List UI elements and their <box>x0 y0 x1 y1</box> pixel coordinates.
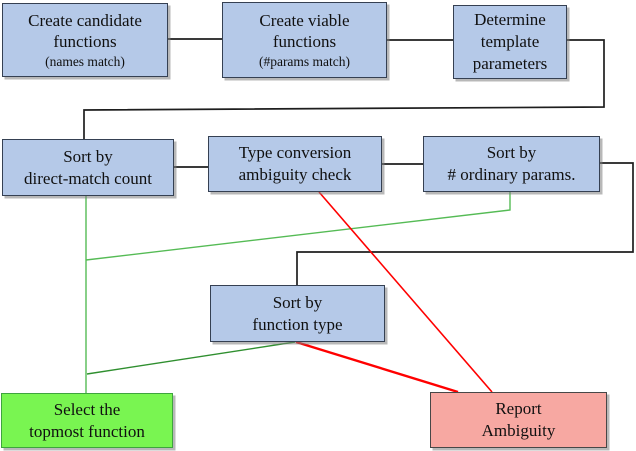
edge-ordinary-to-select <box>85 192 511 261</box>
node-report-ambiguity: Report Ambiguity <box>430 392 607 448</box>
node-label: Create viable functions <box>259 10 350 52</box>
node-type-conversion-ambiguity-check: Type conversion ambiguity check <box>208 136 382 192</box>
node-note: (names match) <box>45 54 125 70</box>
node-label: Select the topmost function <box>29 399 145 441</box>
node-select-topmost-function: Select the topmost function <box>1 393 173 448</box>
node-label: Sort by # ordinary params. <box>447 143 576 184</box>
node-label: Sort by function type <box>252 292 343 334</box>
node-label: Type conversion ambiguity check <box>238 143 352 184</box>
node-sort-by-direct-match-count: Sort by direct-match count <box>2 139 174 196</box>
node-create-viable-functions: Create viable functions (#params match) <box>222 2 387 78</box>
edge-type-conversion-to-report <box>318 191 493 393</box>
edge-function-type-to-report <box>295 340 459 394</box>
node-label: Report Ambiguity <box>481 399 556 440</box>
node-label: Create candidate functions <box>28 10 142 52</box>
node-create-candidate-functions: Create candidate functions (names match) <box>2 3 168 77</box>
node-label: Determine template parameters <box>472 10 548 73</box>
node-label: Sort by direct-match count <box>24 146 152 188</box>
edge-function-type-to-select <box>86 341 296 375</box>
node-sort-by-ordinary-params: Sort by # ordinary params. <box>423 136 600 192</box>
node-sort-by-function-type: Sort by function type <box>210 285 385 342</box>
node-note: (#params match) <box>258 54 351 70</box>
edge-ordinary-to-function-type <box>296 162 634 285</box>
node-determine-template-parameters: Determine template parameters <box>453 5 567 79</box>
edge-template-to-direct-match <box>83 39 605 139</box>
